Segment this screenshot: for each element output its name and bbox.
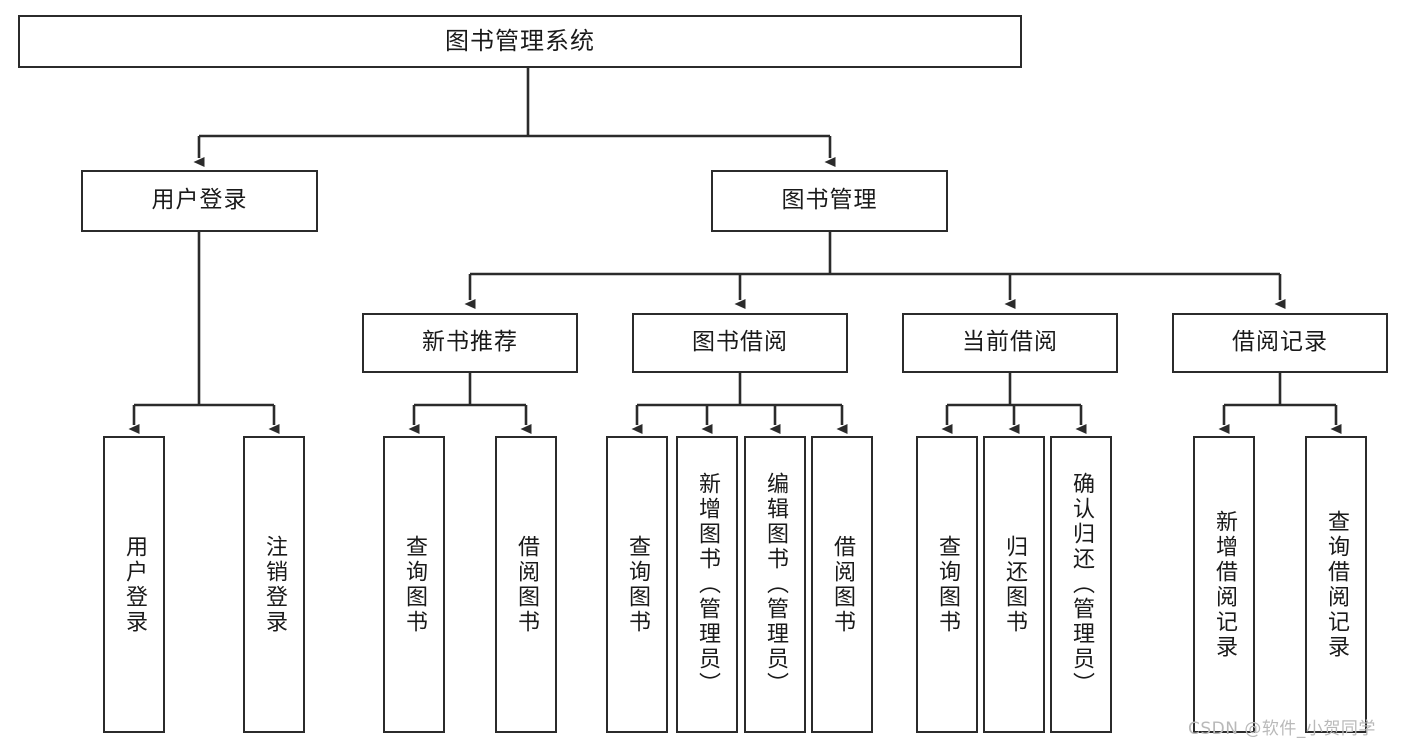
node-label: 借阅图书 — [514, 534, 539, 635]
node-label: 查询借阅记录 — [1324, 509, 1349, 660]
leaf-edit-book-admin[interactable]: 编辑图书（管理员） — [744, 436, 806, 733]
node-label: 归还图书 — [1002, 534, 1027, 635]
node-label: 新书推荐 — [422, 329, 518, 356]
leaf-query-book-borrow[interactable]: 查询图书 — [606, 436, 668, 733]
node-root-system[interactable]: 图书管理系统 — [18, 15, 1022, 68]
node-borrow-record[interactable]: 借阅记录 — [1172, 313, 1388, 373]
node-label: 当前借阅 — [962, 329, 1058, 356]
node-label: 编辑图书（管理员） — [763, 472, 788, 697]
leaf-query-book-recommend[interactable]: 查询图书 — [383, 436, 445, 733]
leaf-logout[interactable]: 注销登录 — [243, 436, 305, 733]
node-user-login[interactable]: 用户登录 — [81, 170, 318, 232]
leaf-add-book-admin[interactable]: 新增图书（管理员） — [676, 436, 738, 733]
node-current-borrow[interactable]: 当前借阅 — [902, 313, 1118, 373]
leaf-borrow-book-recommend[interactable]: 借阅图书 — [495, 436, 557, 733]
node-label: 注销登录 — [262, 534, 287, 635]
node-label: 查询图书 — [402, 534, 427, 635]
node-label: 用户登录 — [151, 187, 248, 214]
leaf-user-login[interactable]: 用户登录 — [103, 436, 165, 733]
node-label: 图书管理系统 — [445, 27, 595, 56]
node-label: 查询图书 — [625, 534, 650, 635]
csdn-watermark: CSDN @软件_小贺同学 — [1188, 719, 1376, 739]
leaf-query-borrow-record[interactable]: 查询借阅记录 — [1305, 436, 1367, 733]
node-label: 查询图书 — [935, 534, 960, 635]
leaf-confirm-return-admin[interactable]: 确认归还（管理员） — [1050, 436, 1112, 733]
node-label: 图书借阅 — [692, 329, 788, 356]
leaf-query-book-current[interactable]: 查询图书 — [916, 436, 978, 733]
node-label: 借阅记录 — [1232, 329, 1328, 356]
leaf-return-book[interactable]: 归还图书 — [983, 436, 1045, 733]
node-book-borrow[interactable]: 图书借阅 — [632, 313, 848, 373]
node-label: 图书管理 — [781, 187, 878, 214]
node-book-management[interactable]: 图书管理 — [711, 170, 948, 232]
node-label: 新增借阅记录 — [1212, 509, 1237, 660]
node-label: 新增图书（管理员） — [695, 472, 720, 697]
leaf-add-borrow-record[interactable]: 新增借阅记录 — [1193, 436, 1255, 733]
node-label: 借阅图书 — [830, 534, 855, 635]
node-label: 用户登录 — [122, 534, 147, 635]
node-new-book-recommend[interactable]: 新书推荐 — [362, 313, 578, 373]
leaf-borrow-book[interactable]: 借阅图书 — [811, 436, 873, 733]
node-label: 确认归还（管理员） — [1069, 472, 1094, 697]
